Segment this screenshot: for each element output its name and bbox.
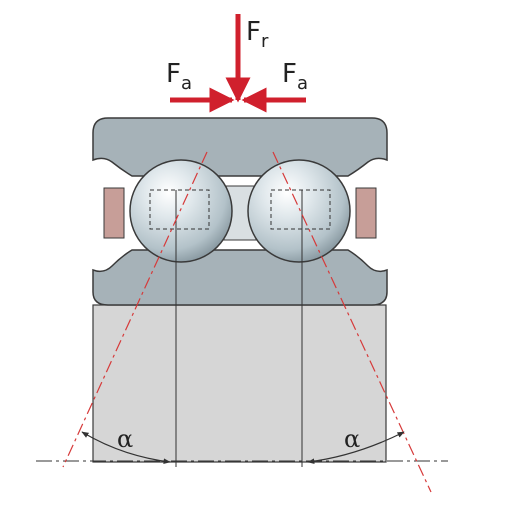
radial-force-label: Fr (246, 17, 269, 52)
angle-arc-right (307, 431, 405, 465)
inner-ring (92, 249, 388, 306)
ball-pitch-box-left (149, 189, 210, 230)
shaft-bore (92, 304, 387, 463)
contact-angle-label-right: α (344, 425, 360, 453)
ball-right (247, 159, 351, 263)
radial-force-symbol: F (246, 17, 261, 47)
axial-force-subscript-right: a (297, 73, 308, 94)
outer-ring (92, 117, 388, 177)
axial-force-label-right: Fa (282, 59, 308, 94)
ball-left (129, 159, 233, 263)
contact-line-right (272, 151, 432, 493)
axial-force-label-left: Fa (166, 59, 192, 94)
axial-force-symbol-right: F (282, 59, 297, 89)
axial-force-subscript-left: a (181, 73, 192, 94)
axial-force-symbol-left: F (166, 59, 181, 89)
cage-left (103, 187, 125, 239)
radial-force-subscript: r (261, 31, 269, 52)
contact-angle-label-left: α (117, 425, 133, 453)
cage-right (355, 187, 377, 239)
contact-line-left (62, 151, 208, 468)
angle-arc-left (81, 431, 171, 465)
ball-pitch-box-right (270, 189, 331, 230)
